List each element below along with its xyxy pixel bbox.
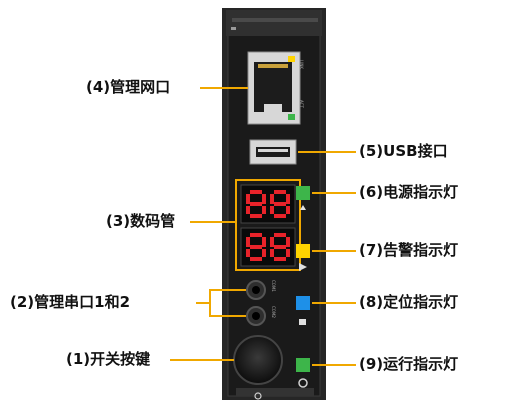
link-led [288,56,295,62]
callout-run-led: (9)运行指示灯 [359,355,459,373]
com2-label: COM2 [271,306,276,318]
segment-bar [270,249,274,257]
panel-bottom-latch [236,388,314,396]
segment-bar [246,194,250,204]
alarm-led [296,244,310,258]
callout-usb-port: (5)USB接口 [359,142,448,160]
segment-bar [286,249,290,257]
locate-led [296,296,310,310]
com1-label: COM1 [271,280,276,292]
act-label: ACT [299,100,304,108]
segment-bar [274,202,286,206]
panel-top-strip [232,18,318,22]
com1-port-hole [252,286,260,294]
segment-bar [286,206,290,214]
rj45-notch [264,104,282,114]
callout-locate-led: (8)定位指示灯 [359,293,459,311]
power-led [296,186,310,200]
run-led-icon [298,378,308,388]
digit-group-1 [246,190,290,218]
segment-bar [270,194,274,204]
segment-bar [250,233,262,237]
callout-seven-segment: (3)数码管 [106,212,176,230]
segment-bar [270,206,274,214]
locate-led-icon [299,319,306,325]
power-led-icon [300,205,306,210]
panel-top-handle [231,27,236,30]
callout-power-led: (6)电源指示灯 [359,183,459,201]
run-led [296,358,310,372]
power-symbol-icon [254,392,262,400]
act-led [288,114,295,120]
alarm-led-icon [299,263,307,271]
seven-segment-frame [235,179,301,271]
callout-alarm-led: (7)告警指示灯 [359,241,459,259]
panel-top-cap [226,10,322,36]
segment-bar [262,194,266,204]
segment-bar [250,257,262,261]
rj45-cavity [254,62,292,112]
com2-port-hole [252,312,260,320]
segment-bar [286,237,290,247]
callout-serial-ports: (2)管理串口1和2 [10,293,131,311]
segment-bar [246,237,250,247]
segment-bar [262,206,266,214]
link-label: LINK [299,60,304,69]
segment-bar [246,249,250,257]
callout-mgmt-network-port: (4)管理网口 [86,78,171,96]
segment-bar [250,245,262,249]
usb-tongue [258,149,288,152]
segment-bar [274,233,286,237]
segment-bar [246,206,250,214]
segment-bar [274,257,286,261]
segment-bar [274,190,286,194]
segment-bar [250,202,262,206]
power-button[interactable] [233,335,283,385]
callout-power-switch: (1)开关按键 [66,350,151,368]
segment-bar [274,214,286,218]
segment-bar [250,214,262,218]
digit-group-2 [246,233,290,261]
segment-bar [270,237,274,247]
segment-bar [286,194,290,204]
segment-bar [262,237,266,247]
segment-bar [262,249,266,257]
callout-lines [170,87,356,366]
rj45-contacts [258,64,288,68]
segment-bar [250,190,262,194]
segment-bar [274,245,286,249]
